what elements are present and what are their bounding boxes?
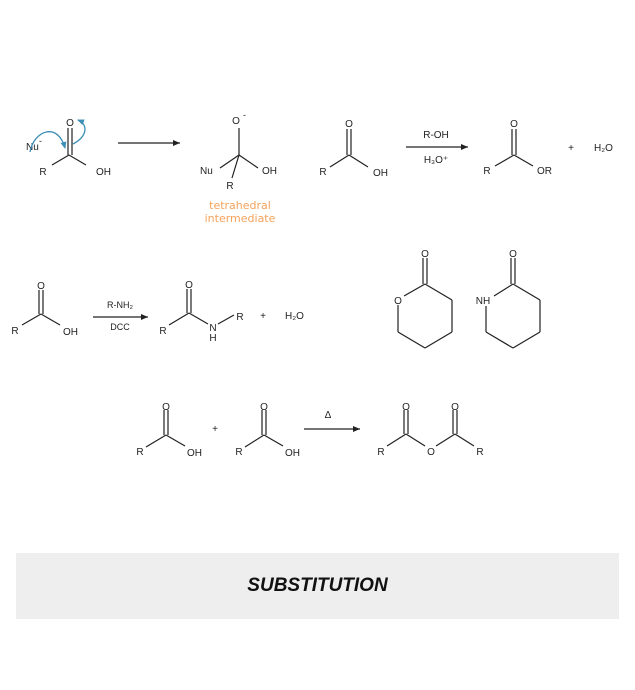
- plus-sign: +: [260, 311, 266, 322]
- esterification-reactant: O R OH: [319, 119, 388, 179]
- r-right-label: R: [476, 447, 483, 458]
- heat-condition: Δ: [325, 410, 332, 421]
- amidation-reactant: O R OH: [11, 281, 78, 338]
- lactone-ring: O O: [394, 249, 453, 349]
- nucleophilic-addition-reactant: O R OH Nu -: [26, 118, 111, 178]
- anhydride-product: O O R O R: [377, 402, 483, 458]
- lactone-carbonyl-o: O: [421, 249, 429, 260]
- curved-arrow-carbonyl: [72, 119, 86, 145]
- carbonyl-o2-label: O: [451, 402, 459, 413]
- oxide-label: O: [232, 116, 240, 127]
- amide-n-label: N: [209, 323, 216, 334]
- r-left-label: R: [377, 447, 384, 458]
- carbonyl-o-label: O: [345, 119, 353, 130]
- reagent-alcohol: R-OH: [423, 130, 449, 141]
- carbonyl-o-label: O: [66, 118, 74, 129]
- carbonyl-o1-label: O: [402, 402, 410, 413]
- r-group-label: R: [39, 167, 46, 178]
- oxide-charge: -: [243, 110, 246, 120]
- hydroxyl-label: OH: [187, 448, 202, 459]
- r-group-label: R: [136, 447, 143, 458]
- nucleophile-label: Nu: [26, 142, 39, 153]
- r-group-label: R: [11, 326, 18, 337]
- carbonyl-o-label: O: [37, 281, 45, 292]
- reagent-dcc: DCC: [110, 322, 130, 332]
- water-byproduct: H₂O: [594, 143, 613, 154]
- intermediate-caption-line2: intermediate: [205, 212, 276, 225]
- intermediate-r-label: R: [226, 181, 233, 192]
- water-byproduct: H₂O: [285, 311, 304, 322]
- curved-arrow-nucleophile: [29, 131, 67, 153]
- r-left-label: R: [159, 326, 166, 337]
- banner-title: SUBSTITUTION: [247, 575, 388, 596]
- r-group-label: R: [235, 447, 242, 458]
- hydroxyl-label: OH: [373, 168, 388, 179]
- ester-or-label: OR: [537, 166, 552, 177]
- lactam-carbonyl-o: O: [509, 249, 517, 260]
- plus-sign: +: [212, 424, 218, 435]
- intermediate-caption-line1: tetrahedral: [209, 199, 271, 212]
- anhydride-acid-1: O R OH: [136, 402, 202, 459]
- r-group-label: R: [319, 167, 326, 178]
- amide-h-label: H: [209, 333, 216, 344]
- nucleophile-charge: -: [39, 136, 42, 146]
- carbonyl-o-label: O: [510, 119, 518, 130]
- hydroxyl-label: OH: [63, 327, 78, 338]
- reagent-amine: R-NH₂: [107, 300, 133, 310]
- reagent-acid-catalyst: H₃O⁺: [424, 155, 448, 166]
- intermediate-nu-label: Nu: [200, 166, 213, 177]
- lactam-ring-nh: NH: [476, 296, 490, 307]
- tetrahedral-intermediate: O - Nu OH R tetrahedral intermediate: [200, 110, 277, 225]
- section-banner: SUBSTITUTION: [16, 553, 619, 619]
- anhydride-acid-2: O R OH: [235, 402, 300, 459]
- r-right-label: R: [236, 312, 243, 323]
- plus-sign: +: [568, 143, 574, 154]
- lactone-ring-o: O: [394, 296, 402, 307]
- carbonyl-o-label: O: [260, 402, 268, 413]
- intermediate-hydroxyl-label: OH: [262, 166, 277, 177]
- amide-product: O R N H R: [159, 280, 243, 344]
- lactam-ring: O NH: [476, 249, 541, 349]
- carbonyl-o-label: O: [185, 280, 193, 291]
- hydroxyl-label: OH: [285, 448, 300, 459]
- r-group-label: R: [483, 166, 490, 177]
- ester-product: O R OR: [483, 119, 552, 177]
- carbonyl-o-label: O: [162, 402, 170, 413]
- hydroxyl-label: OH: [96, 167, 111, 178]
- bridge-o-label: O: [427, 447, 435, 458]
